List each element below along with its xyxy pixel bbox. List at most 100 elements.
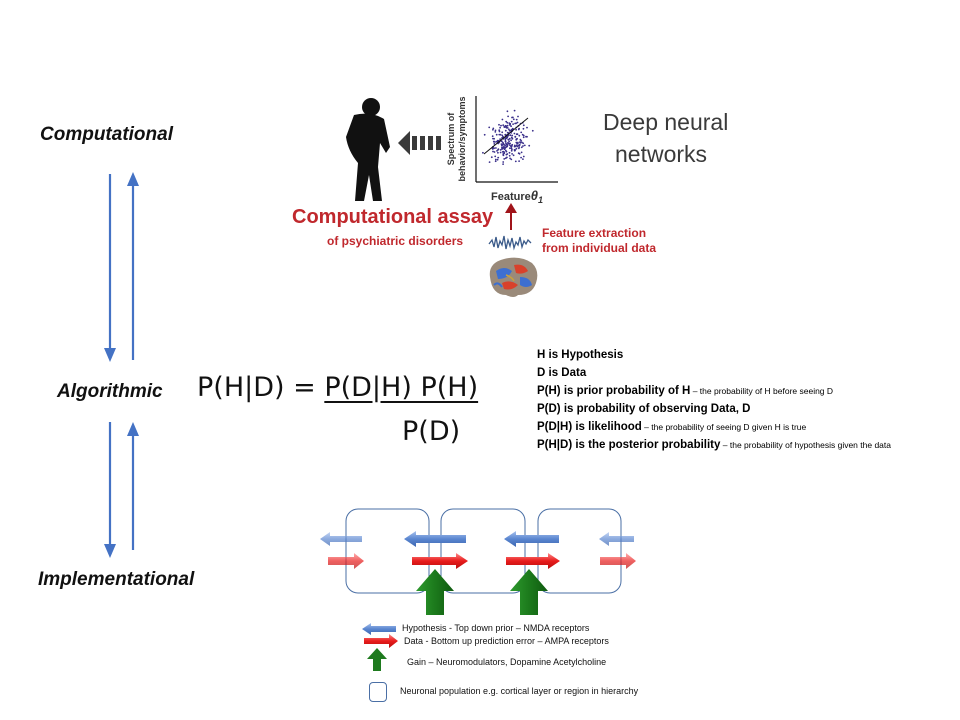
scatter-point	[499, 133, 502, 136]
scatter-point	[506, 131, 509, 134]
scatter-point	[506, 121, 509, 124]
scatter-point	[492, 128, 494, 131]
definition-note: – the probability of seeing D given H is…	[641, 422, 807, 432]
scatter-points	[482, 109, 534, 165]
scatter-point	[514, 145, 517, 148]
scatter-point	[512, 154, 515, 157]
scatter-point	[510, 145, 513, 148]
hypothesis-arrow-faded-left	[320, 532, 362, 546]
scatter-point	[495, 140, 498, 143]
scatter-point	[508, 140, 510, 143]
formula-lhs: P(H|D) =	[197, 372, 325, 403]
scatter-point	[504, 157, 507, 160]
scatter-point	[510, 147, 513, 149]
scatter-point	[502, 141, 504, 144]
definition-row: P(D) is probability of observing Data, D	[537, 400, 891, 418]
definition-row: P(H|D) is the posterior probability – th…	[537, 436, 891, 454]
scatter-point	[493, 151, 496, 153]
assay-title: Computational assay	[292, 206, 494, 228]
scatter-point	[497, 156, 500, 159]
scatter-point	[522, 136, 525, 139]
scatter-point	[498, 130, 501, 133]
feature-text-line1: Feature extraction	[542, 226, 647, 240]
scatter-y-axis-label: Spectrum of behavior/symptoms	[446, 96, 476, 182]
definition-main: H is Hypothesis	[537, 349, 624, 361]
scatter-point	[518, 147, 520, 150]
scatter-point	[515, 118, 518, 121]
scatter-point	[504, 149, 507, 152]
scatter-point	[515, 144, 518, 147]
scatter-point	[522, 158, 524, 160]
scatter-point	[492, 127, 495, 130]
scatter-point	[483, 133, 486, 136]
neuronal-population-box	[440, 508, 526, 594]
person-silhouette-icon	[346, 98, 390, 201]
scatter-point	[503, 144, 506, 146]
scatter-point	[520, 151, 523, 154]
scatter-x-axis-label: Featureθ1	[491, 188, 543, 205]
scatter-point	[517, 141, 519, 144]
computational-level-label: Computational	[40, 124, 173, 145]
scatter-point	[496, 150, 498, 152]
scatter-point	[504, 129, 507, 132]
scatter-point	[517, 152, 520, 155]
scatter-point	[488, 126, 491, 129]
feature-extraction-text: Feature extraction from individual data	[542, 226, 656, 256]
scatter-point	[504, 140, 507, 143]
scatter-point	[505, 153, 508, 156]
scatter-point	[482, 151, 484, 154]
legend-gain-text: Gain – Neuromodulators, Dopamine Acetylc…	[407, 657, 607, 667]
definition-note: – the probability of hypothesis given th…	[720, 440, 891, 450]
formula-denominator: P(D)	[402, 416, 461, 447]
scatter-point	[499, 151, 502, 154]
scatter-point	[513, 132, 516, 135]
scatter-point	[492, 140, 495, 143]
scatter-point	[510, 125, 512, 128]
legend-data-text: Data - Bottom up prediction error – AMPA…	[404, 636, 609, 646]
scatter-point	[515, 128, 517, 131]
scatter-point	[488, 161, 491, 163]
deep-networks-label: Deep neural networks	[603, 106, 728, 170]
scatter-point	[506, 143, 509, 146]
scatter-point	[494, 158, 497, 161]
scatter-point	[501, 118, 504, 121]
formula-numerator: P(D|H) P(H)	[324, 372, 479, 403]
scatter-point	[496, 158, 499, 161]
scatter-point	[526, 126, 528, 129]
scatter-point	[509, 123, 511, 126]
hypothesis-arrow	[404, 531, 466, 547]
scatter-point	[506, 136, 508, 139]
scatter-point	[520, 146, 523, 149]
scatter-point	[498, 133, 501, 136]
scatter-point	[522, 127, 525, 130]
scatter-point	[510, 139, 512, 142]
legend-population-text: Neuronal population e.g. cortical layer …	[400, 686, 639, 696]
scatter-point	[508, 122, 511, 124]
assay-subtitle: of psychiatric disorders	[327, 234, 464, 248]
legend-gain-icon	[367, 648, 387, 671]
scatter-point	[508, 137, 511, 140]
definition-row: P(D|H) is likelihood – the probability o…	[537, 418, 891, 436]
scatter-point	[506, 145, 509, 148]
scatter-point	[514, 135, 517, 138]
neuronal-population-box	[537, 508, 622, 594]
scatter-point	[497, 151, 499, 154]
legend-data-icon	[364, 634, 398, 648]
definition-main: P(D) is probability of observing Data, D	[537, 403, 751, 415]
algorithmic-level-label: Algorithmic	[57, 381, 163, 402]
scatter-point	[505, 126, 508, 129]
scatter-point	[499, 149, 502, 151]
scatter-point	[522, 155, 525, 158]
scatter-point	[518, 160, 520, 162]
scatter-point	[520, 156, 522, 159]
scatter-point	[502, 161, 505, 163]
scatter-point	[501, 151, 504, 153]
scatter-point	[499, 126, 501, 129]
scatter-point	[515, 138, 518, 140]
brain-icon	[489, 257, 538, 297]
level-transition-arrows	[104, 172, 139, 558]
scatter-point	[515, 147, 518, 150]
feature-extraction-arrow-icon	[505, 203, 517, 230]
scatter-point	[510, 128, 513, 131]
definition-main: D is Data	[537, 367, 587, 379]
